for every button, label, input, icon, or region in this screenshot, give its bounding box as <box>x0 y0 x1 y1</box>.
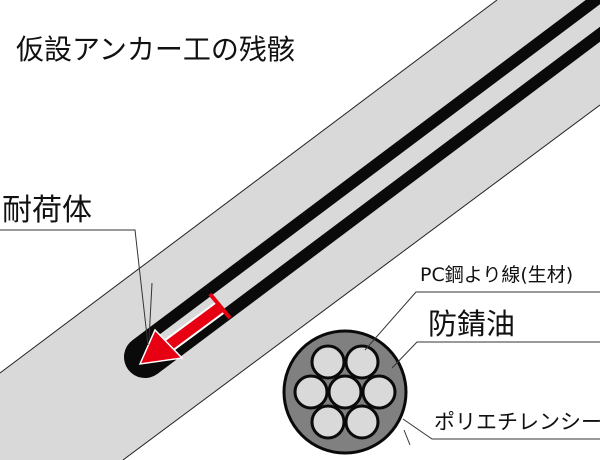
leader-pe-sheath <box>402 418 600 440</box>
label-load-body: 耐荷体 <box>2 193 92 228</box>
anchor-tube-inner <box>149 4 600 356</box>
leader-pe-sheath-2 <box>403 429 411 446</box>
leader-load-body <box>0 229 149 346</box>
leader-rust-oil <box>391 341 600 369</box>
ground-upper-edge <box>0 0 498 374</box>
cable-cross-section <box>282 329 408 455</box>
leader-pc-strand <box>364 291 600 351</box>
diagram-title: 仮設アンカー工の残骸 <box>16 33 295 66</box>
leader-load-body-2 <box>148 282 153 341</box>
arrow-icon <box>138 292 232 365</box>
label-pc-strand: PC鋼より線(生材) <box>420 264 574 286</box>
label-pe-sheath: ポリエチレンシース <box>434 410 600 434</box>
ground-lower-edge <box>122 104 600 460</box>
label-rust-oil: 防錆油 <box>428 307 516 341</box>
